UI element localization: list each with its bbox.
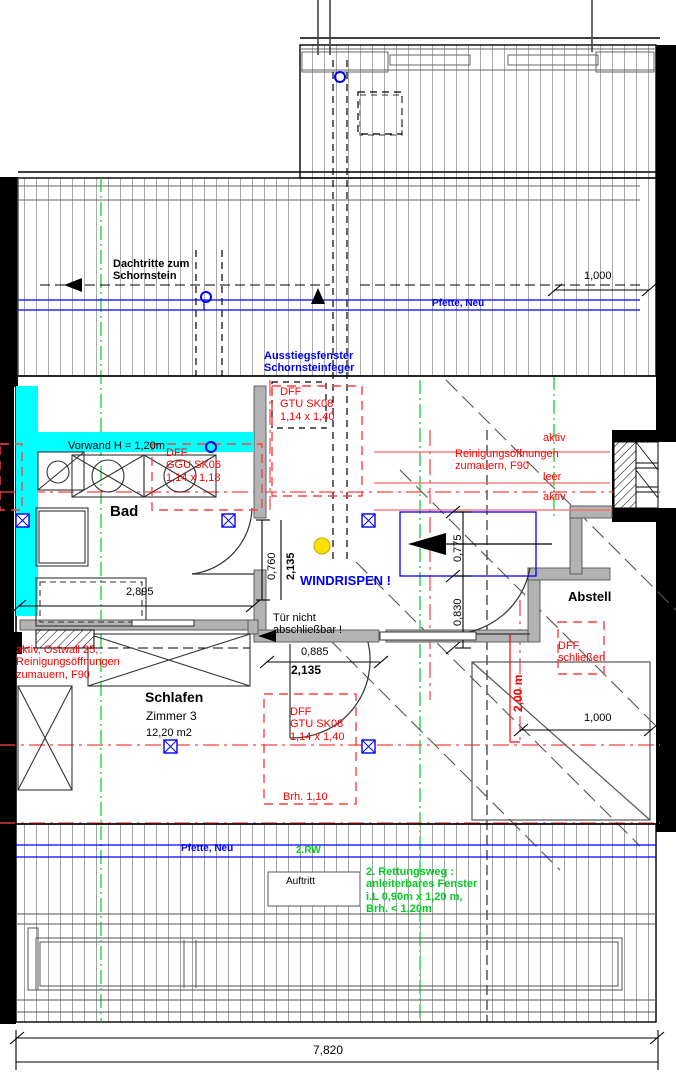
- annotation-dff-gtu-sk08-bottom: DFF GTU SK08 1,14 x 1,40: [290, 706, 345, 743]
- dim-2m-leader: [509, 634, 520, 743]
- dim-0760: 0,760: [266, 552, 278, 580]
- annotation-dff-ggu-sk06: DFF GGU SK06 1,14 x 1,18: [166, 447, 222, 484]
- schlafen-door-swing: [289, 641, 371, 739]
- annotation-aktiv-1: aktiv: [543, 432, 566, 444]
- room-label-bad: Bad: [110, 503, 139, 520]
- room-label-area: 12,20 m2: [146, 727, 192, 739]
- interior-walls: [19, 385, 613, 649]
- roof-batten-zone-top: [18, 45, 656, 376]
- annotation-dff-schliessen: DFF schließen: [558, 640, 606, 665]
- annotation-dff-gtu-sk08-top: DFF GTU SK08 1,14 x 1,40: [280, 386, 335, 423]
- dim-1000-bottom-right: 1,000: [584, 712, 612, 724]
- annotation-windrispen: WINDRISPEN !: [300, 573, 391, 588]
- abstell-storage-box: [471, 661, 651, 821]
- windrispen-node-dot: [313, 537, 331, 555]
- annotation-dachtritte: Dachtritte zum Schornstein: [113, 258, 190, 283]
- annotation-leer: leer: [543, 471, 562, 483]
- annotation-auftritt: Auftritt: [286, 876, 315, 887]
- door-leaves: [131, 619, 477, 641]
- annotation-ausstiegsfenster: Ausstiegsfenster Schornsteinfeger: [264, 350, 355, 375]
- direction-arrow-left-low: [258, 630, 276, 642]
- dff-boxes: [0, 385, 605, 805]
- roof-members-top: [17, 48, 656, 376]
- dim-0775: 0,775: [452, 534, 464, 562]
- dim-1000-top-right: 1,000: [584, 270, 612, 282]
- chimney-block: [613, 441, 659, 509]
- annotation-tuer-nicht-abschliessbar: Tür nicht abschließbar !: [273, 612, 343, 637]
- annotation-aktiv-ostwall: aktiv, Ostwall 25, Reinigungsöffnungen z…: [16, 644, 120, 681]
- label-pfette-neu-top: Pfette, Neu: [432, 298, 485, 309]
- annotation-brh-110: Brh. 1,10: [283, 791, 328, 803]
- direction-arrow-up: [311, 288, 325, 304]
- room-label-abstell: Abstell: [568, 589, 612, 604]
- blue-outlet-symbols: [15, 513, 376, 754]
- dim-2135-vertical: 2,135: [285, 552, 297, 580]
- dim-2895: 2,895: [126, 586, 154, 598]
- bad-door-swing: [191, 507, 254, 575]
- chimney-leader-lines: [374, 451, 612, 511]
- dim-2135-horizontal: 2,135: [291, 663, 322, 677]
- dim-0830: 0,830: [452, 598, 464, 626]
- annotation-zweiter-rettungsweg: 2. Rettungsweg : anleiterbares Fenster i…: [366, 866, 478, 915]
- annotation-vorwand: Vorwand H = 1,20m: [68, 440, 165, 452]
- bad-fixtures: [35, 451, 217, 627]
- bottom-structures: [16, 871, 656, 1013]
- chimney-block-left: [35, 629, 95, 649]
- blue-circle-markers: [200, 71, 346, 453]
- roof-batten-zone-bottom: [16, 824, 656, 1022]
- schlafen-furniture: [17, 633, 251, 791]
- direction-arrow-dachtritte: [64, 278, 82, 292]
- annotation-reinigungsoeffnungen-rechts: Reinigungsöffnungen zumauern, F90: [455, 448, 559, 473]
- dimension-2-00-m: 2,00 m: [511, 674, 525, 712]
- dim-7820-overall: 7,820: [313, 1043, 344, 1057]
- dim-0885: 0,885: [301, 646, 329, 658]
- label-pfette-neu-bottom: Pfette, Neu: [181, 843, 234, 854]
- annotation-2rw: 2.RW: [296, 845, 321, 856]
- direction-arrow-abstell: [408, 533, 552, 555]
- green-axis-lines: [100, 178, 555, 1022]
- dashed-box-top: [359, 94, 403, 136]
- blue-dormer-outline: [16, 299, 656, 858]
- top-studs: [317, 0, 593, 55]
- room-label-schlafen: Schlafen: [145, 689, 204, 705]
- annotation-aktiv-2: aktiv: [543, 491, 566, 503]
- room-label-zimmer3: Zimmer 3: [146, 709, 197, 723]
- dimension-lines: [9, 283, 665, 1070]
